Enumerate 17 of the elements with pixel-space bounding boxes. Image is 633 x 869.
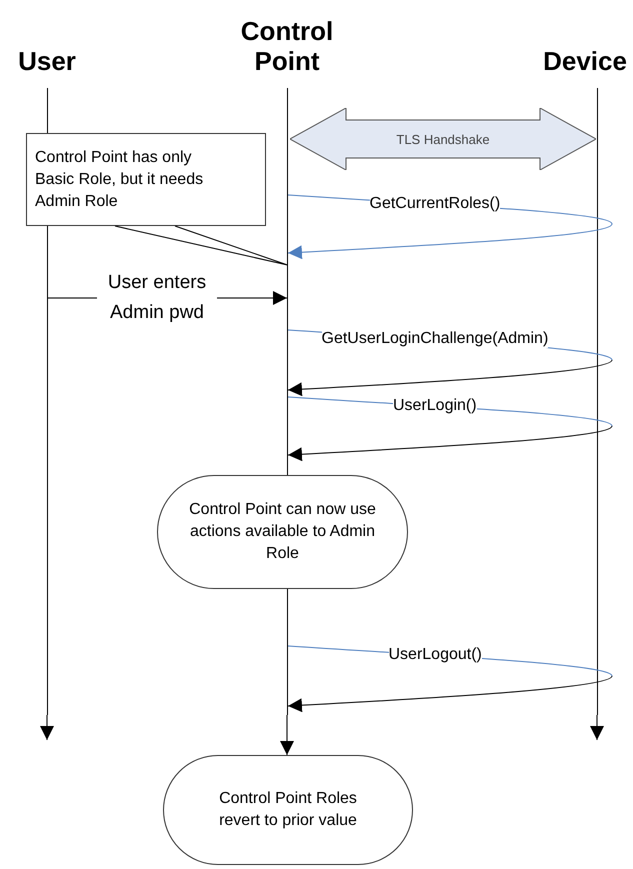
- callout-box: Control Point has only Basic Role, but it needs Admin Role: [26, 133, 266, 226]
- callout-pointer: [114, 226, 288, 266]
- lifeline-arrow: [40, 714, 54, 740]
- shape-label: TLS Handshake: [396, 132, 490, 146]
- rounded-box: Control Point Roles revert to prior value: [163, 755, 413, 865]
- lifeline-heading: User: [5, 40, 89, 76]
- lifeline-heading: Device: [540, 40, 630, 76]
- edge-label: UserLogin(): [393, 396, 477, 414]
- lifeline-heading: Control Point: [222, 10, 352, 76]
- edge-label: User enters Admin pwd: [106, 271, 208, 325]
- edge-label: GetCurrentRoles(): [370, 194, 500, 212]
- rounded-box: Control Point can now use actions available to Admin Role: [157, 475, 408, 589]
- edge-label: GetUserLoginChallenge(Admin): [322, 328, 548, 348]
- lifeline: [597, 88, 598, 715]
- edge-label: UserLogout(): [388, 644, 482, 664]
- lifeline-arrow: [590, 714, 604, 740]
- lifeline-arrow: [280, 714, 294, 756]
